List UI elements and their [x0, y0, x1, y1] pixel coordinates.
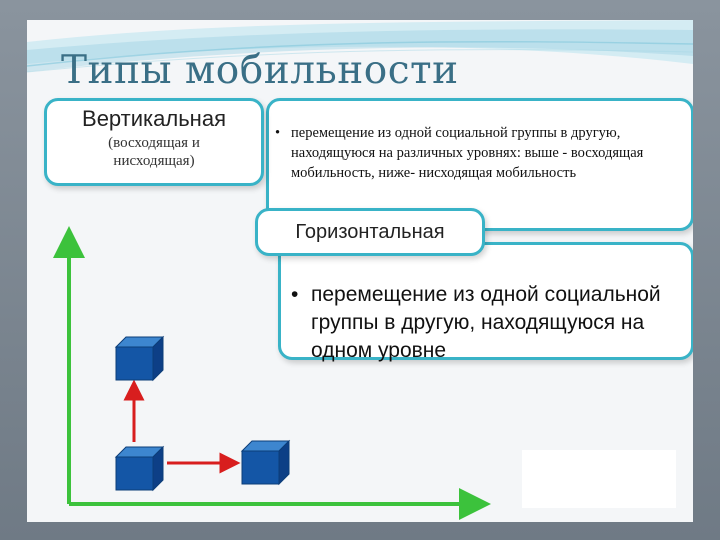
vertical-sublabel: (восходящая и нисходящая) — [108, 135, 200, 169]
vertical-description-box: • перемещение из одной социальной группы… — [266, 98, 693, 231]
cube-right — [240, 439, 291, 486]
horizontal-label: Горизонтальная — [295, 221, 445, 243]
vertical-description: • перемещение из одной социальной группы… — [275, 123, 677, 183]
slide: Типы мобильности • перемещение из одной … — [27, 20, 693, 522]
header-decoration — [27, 20, 693, 73]
cube-top — [114, 335, 165, 382]
mobility-diagram — [53, 226, 491, 520]
vertical-description-text: перемещение из одной социальной группы в… — [291, 125, 644, 181]
bullet-icon: • — [291, 283, 299, 306]
horizontal-description: • перемещение из одной социальной группы… — [291, 281, 681, 365]
horizontal-description-box: • перемещение из одной социальной группы… — [278, 242, 693, 362]
bullet-icon: • — [275, 125, 281, 141]
horizontal-label-box: Горизонтальная — [255, 208, 485, 256]
vertical-label: Вертикальная — [82, 106, 226, 131]
vertical-label-box: Вертикальная (восходящая и нисходящая) — [44, 98, 264, 186]
horizontal-description-text: перемещение из одной социальной группы в… — [311, 283, 661, 362]
blank-placeholder — [522, 450, 676, 508]
page-title: Типы мобильности — [61, 48, 459, 93]
cube-bottom — [114, 445, 165, 492]
